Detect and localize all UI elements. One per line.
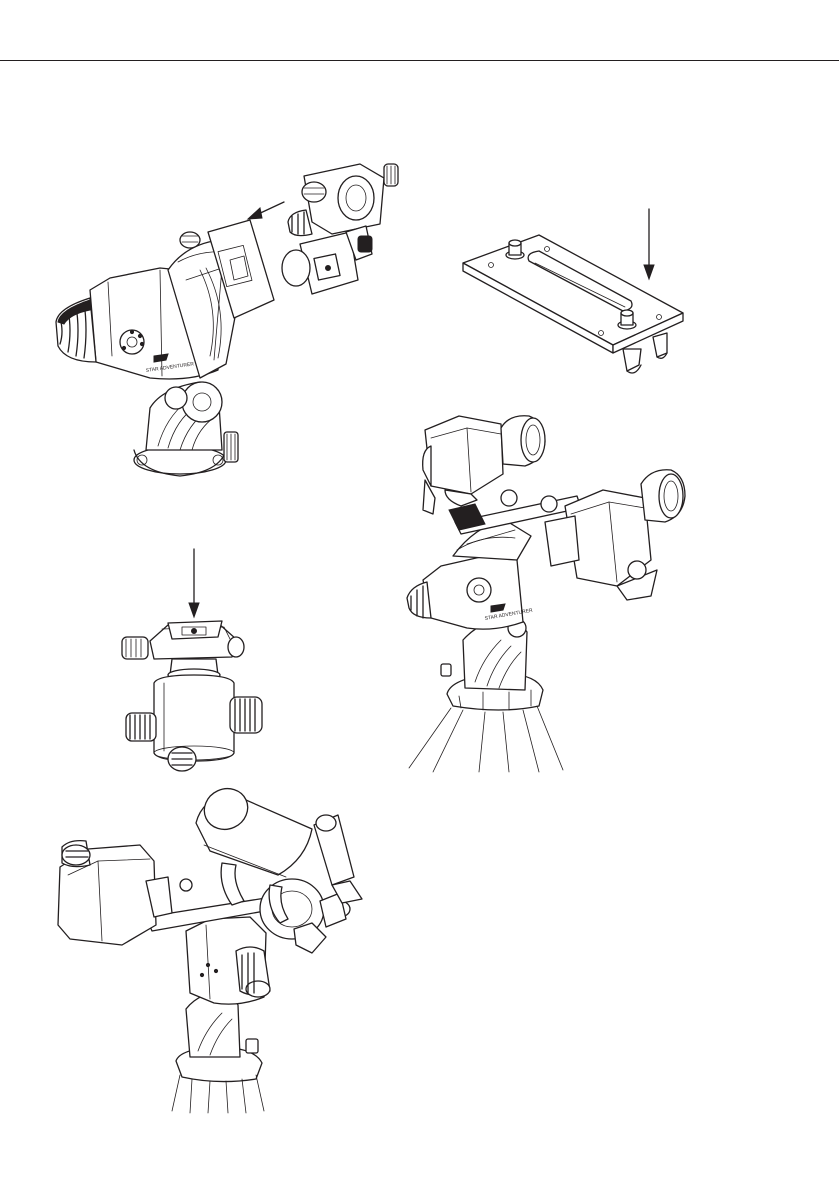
equatorial-mount-head-icon: STAR ADVENTURER	[50, 150, 410, 490]
counterweight-holder-icon	[282, 164, 398, 294]
telescope-mount-icon	[50, 785, 370, 1115]
ball-head-icon	[118, 545, 268, 775]
dual-camera-mount-icon: STAR ADVENTURER	[405, 410, 695, 775]
arrow-icon	[189, 549, 199, 617]
dovetail-plate-icon	[455, 205, 695, 390]
figure-dovetail-plate	[455, 205, 695, 390]
top-rule-line	[0, 60, 839, 61]
figure-mount-head-attach: STAR ADVENTURER	[50, 150, 410, 490]
figure-dual-camera-setup: STAR ADVENTURER	[405, 410, 695, 775]
figure-ball-head-clamp	[118, 545, 268, 775]
arrow-icon	[644, 209, 654, 279]
arrow-icon	[248, 202, 284, 219]
figure-telescope-setup	[50, 785, 370, 1115]
